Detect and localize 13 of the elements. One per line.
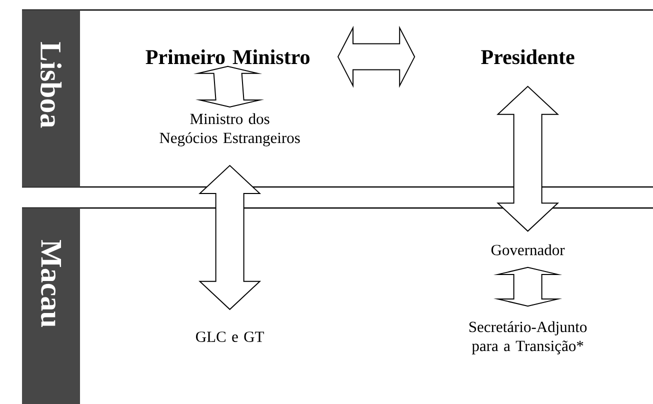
role-label: Ministro dos Negócios Estrangeiros	[160, 113, 300, 146]
block-arrow	[493, 266, 562, 307]
region-label: Macau	[22, 208, 80, 404]
role-label: Secretário-Adjunto para a Transição*	[469, 321, 587, 354]
region-label: Lisboa	[22, 10, 80, 187]
block-arrow	[198, 164, 262, 310]
title-label: Presidente	[481, 49, 574, 64]
block-arrow	[496, 86, 560, 232]
title-label: Primeiro Ministro	[146, 49, 310, 64]
block-arrow	[337, 26, 416, 88]
block-arrow	[193, 66, 264, 108]
role-label: Governador	[491, 244, 565, 256]
role-label: GLC e GT	[196, 332, 264, 342]
